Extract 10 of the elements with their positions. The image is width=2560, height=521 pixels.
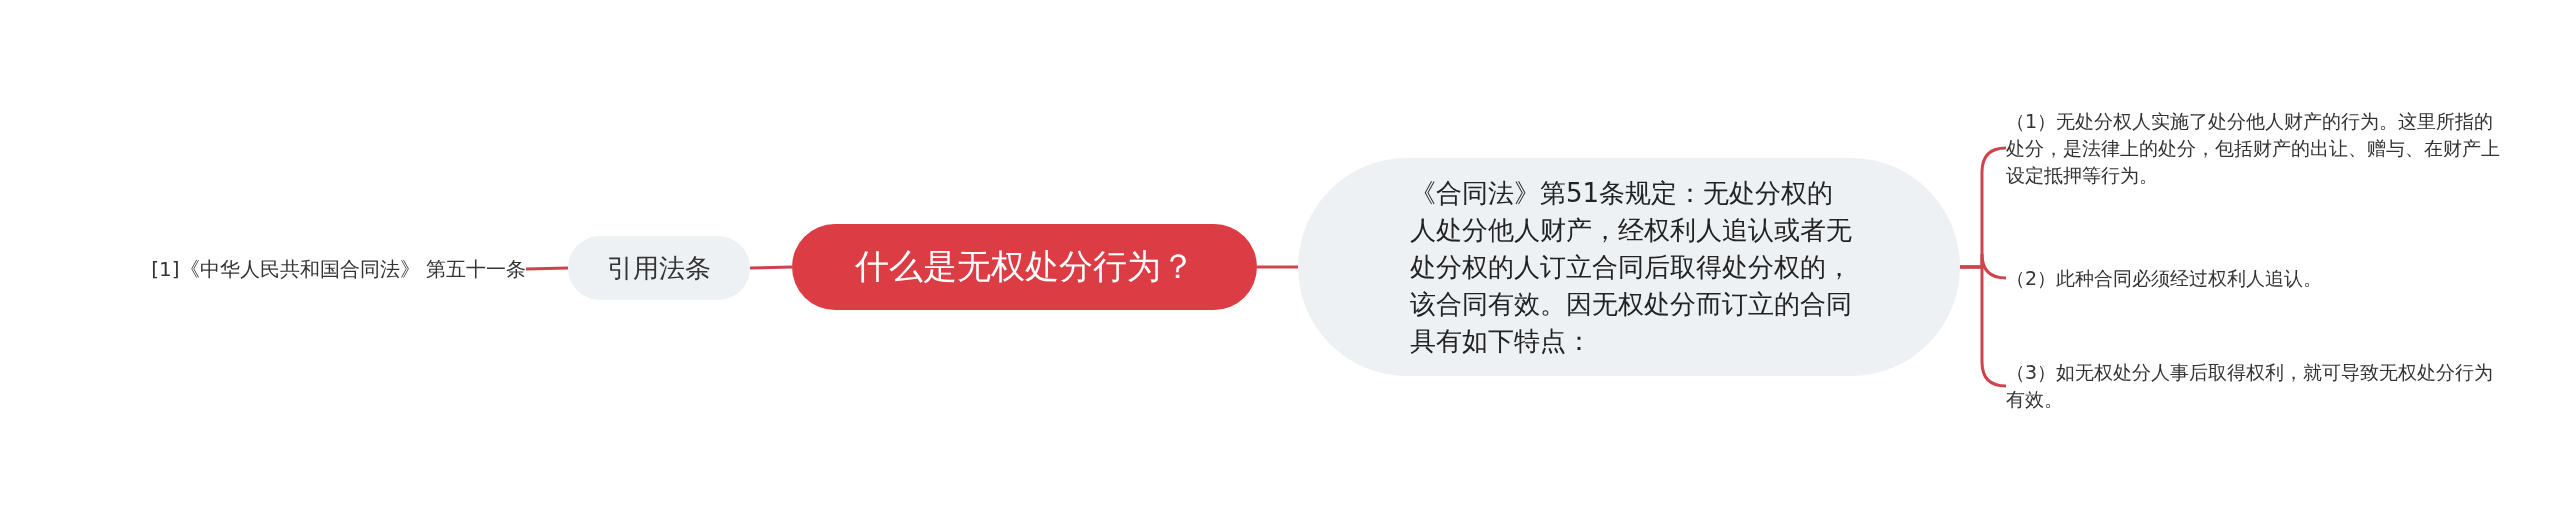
note-text: [1]《中华人民共和国合同法》 第五十一条 — [96, 250, 526, 288]
subtopic-pill: 引用法条 — [568, 236, 750, 300]
subtopic-pill: 《合同法》第51条规定：无处分权的人处分他人财产，经权利人追认或者无处分权的人订立合同后取得处分权的，该合同有效。因无权处分而订立的合同具有如下特点： — [1298, 158, 1960, 376]
note-text: （2）此种合同必须经过权利人追认。 — [2006, 262, 2506, 294]
connector-line — [1257, 265, 1298, 269]
topic-pill: 什么是无权处分行为？ — [792, 224, 1257, 310]
connector-line — [525, 266, 569, 271]
note-text: （3）如无权处分人事后取得权利，就可导致无权处分行为有效。 — [2006, 356, 2506, 416]
note-text: （1）无处分权人实施了处分他人财产的行为。这里所指的处分，是法律上的处分，包括财产的出让、赠与、在财产上设定抵押等行为。 — [2006, 104, 2506, 192]
connector-line — [749, 265, 793, 270]
